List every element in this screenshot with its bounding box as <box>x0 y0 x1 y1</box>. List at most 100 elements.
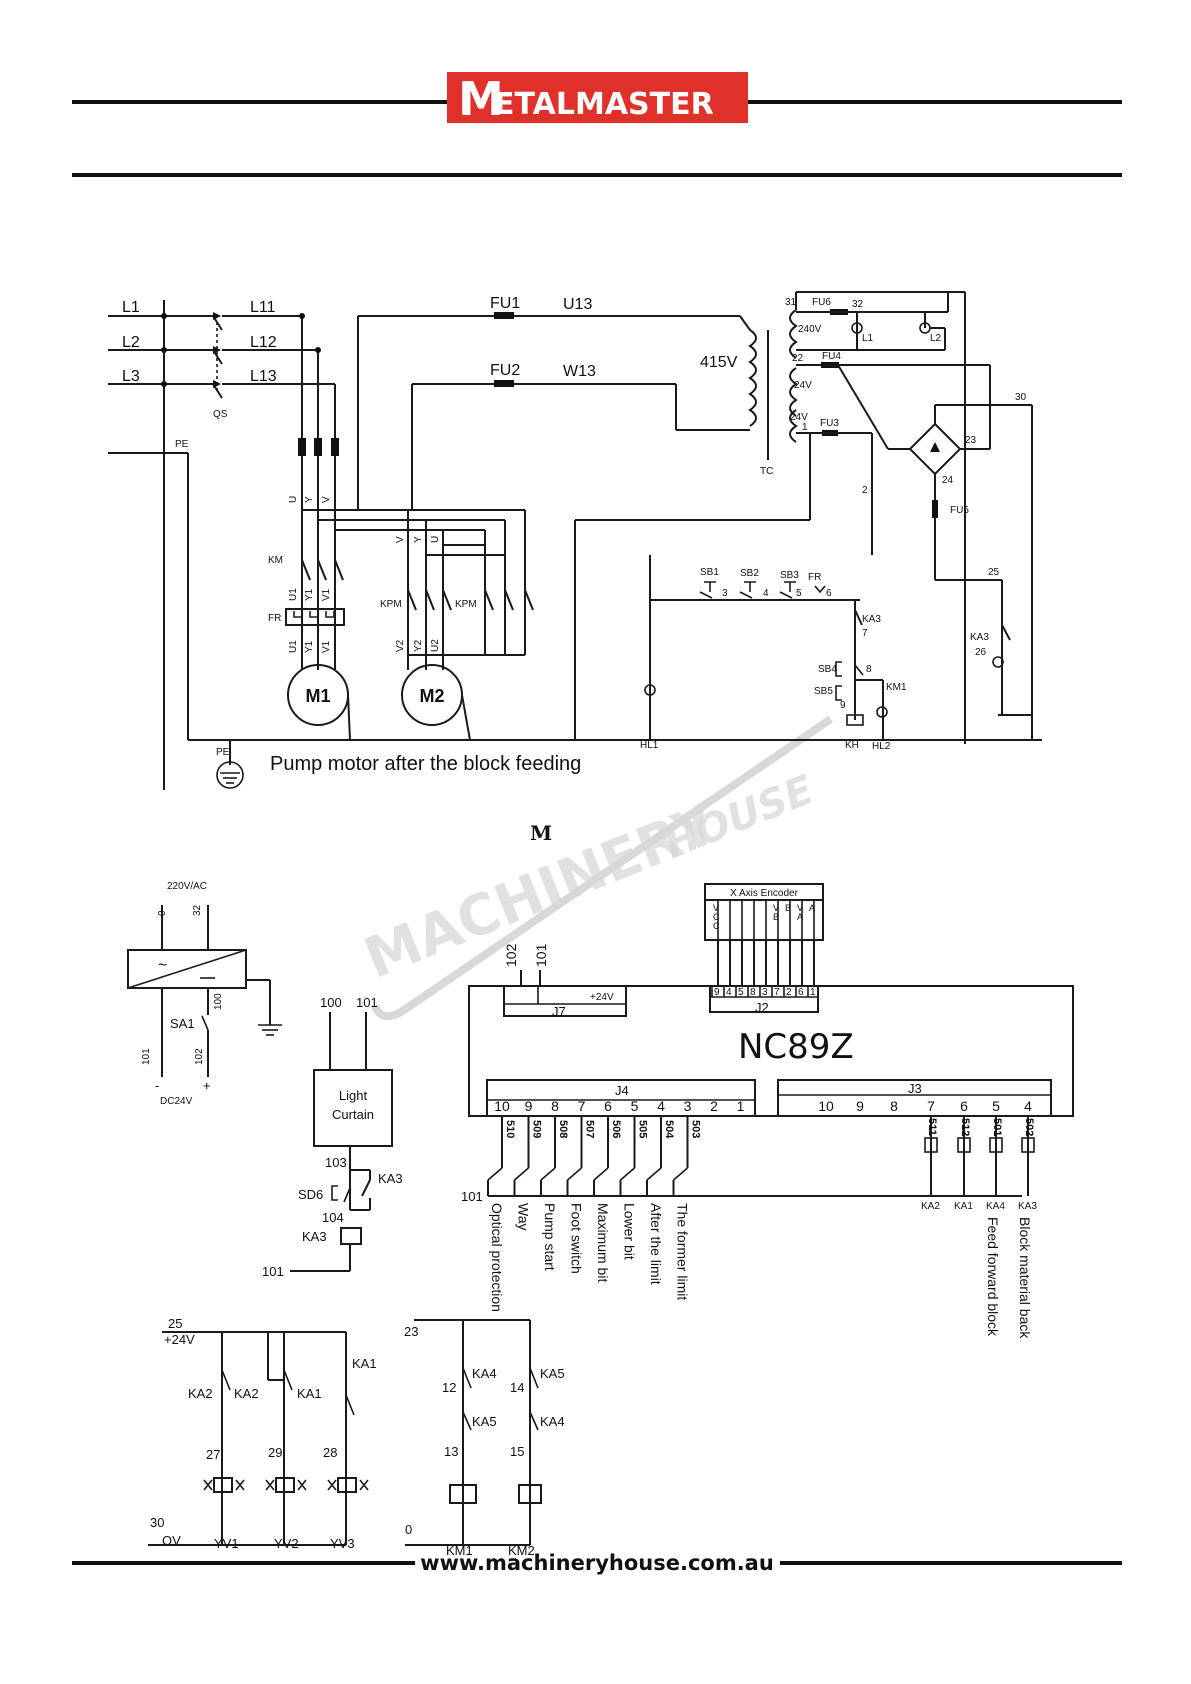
valve-ka2-a: KA2 <box>188 1386 213 1401</box>
label-6: 6 <box>826 588 832 599</box>
encoder-col-label: V <box>797 903 803 913</box>
label-m1-out-u1: U1 <box>288 640 299 653</box>
j3-pin-label: 6 <box>960 1098 968 1114</box>
input-label: Pump start <box>542 1203 558 1271</box>
j7-t102: 102 <box>503 943 519 967</box>
lc-ka3: KA3 <box>378 1171 403 1186</box>
label-7: 7 <box>862 628 868 639</box>
ct-ka5: KA5 <box>540 1366 565 1381</box>
output-coil <box>924 1137 938 1153</box>
ct-t0: 0 <box>405 1522 412 1537</box>
label-qs: QS <box>213 409 228 420</box>
input-label: The former limit <box>675 1203 691 1300</box>
label-m2-out-y2: Y2 <box>413 639 424 652</box>
lc-label-1: Light <box>339 1088 368 1103</box>
j3-pin-label: 10 <box>818 1098 834 1114</box>
brand-logo-text: ETALMASTER <box>494 87 714 122</box>
label-fu5: FU5 <box>950 505 969 516</box>
encoder-col-label: C <box>713 921 720 931</box>
label-l2: L2 <box>122 334 140 351</box>
label-hl1: HL1 <box>640 740 659 751</box>
j4-pin-label: 5 <box>631 1098 639 1114</box>
label-8: 8 <box>866 664 872 675</box>
label-32: 32 <box>852 299 864 310</box>
input-number: 506 <box>610 1120 622 1138</box>
input-number: 505 <box>637 1120 649 1138</box>
label-fu6: FU6 <box>812 297 831 308</box>
label-hl2: HL2 <box>872 741 891 752</box>
input-switch <box>593 1167 609 1181</box>
encoder-col-label: B <box>785 903 791 913</box>
j4-pin-label: 2 <box>710 1098 718 1114</box>
j2-pin-label: 7 <box>774 987 780 998</box>
page-header: M ETALMASTER <box>72 72 1122 177</box>
j3-pin-label: 8 <box>890 1098 898 1114</box>
lc-t103: 103 <box>325 1155 347 1170</box>
coil-km1 <box>449 1484 477 1504</box>
j2-pin-label: 5 <box>738 987 744 998</box>
output-coil-label: KA2 <box>921 1201 940 1212</box>
input-switch <box>566 1167 583 1181</box>
output-coil <box>1021 1137 1035 1153</box>
label-sb5: SB5 <box>814 686 833 697</box>
label-l11: L11 <box>250 299 276 316</box>
label-pump-caption: Pump motor after the block feeding <box>270 753 581 775</box>
ct-ka4: KA4 <box>472 1366 497 1381</box>
input-switch <box>672 1167 689 1181</box>
label-sb4: SB4 <box>818 664 837 675</box>
output-coil-label: KA1 <box>954 1201 973 1212</box>
label-sb2: SB2 <box>740 568 759 579</box>
label-sb1: SB1 <box>700 567 719 578</box>
ct-n12: 12 <box>442 1380 456 1395</box>
ct-km2: KM2 <box>508 1543 535 1558</box>
j2-pin-label: 4 <box>726 987 732 998</box>
solenoid-yv2 <box>275 1477 295 1493</box>
j2-pin-label: 2 <box>786 987 792 998</box>
ct-n13: 13 <box>444 1444 458 1459</box>
controller-name: NC89Z <box>738 1027 854 1067</box>
label-l12: L12 <box>250 334 277 351</box>
input-number: 509 <box>531 1120 543 1138</box>
label-kpm-1: KPM <box>380 599 402 610</box>
connector-j3 <box>777 1079 1052 1117</box>
label-m2-out-v2: V2 <box>395 639 406 652</box>
j7-t101: 101 <box>533 943 549 967</box>
psu-sa1: SA1 <box>170 1016 195 1031</box>
input-label: Way <box>516 1203 532 1230</box>
ct-n14: 14 <box>510 1380 524 1395</box>
label-5: 5 <box>796 588 802 599</box>
valve-ov: OV <box>162 1533 181 1548</box>
output-label: Block material back <box>1017 1217 1033 1339</box>
output-coil-label: KA3 <box>1018 1201 1037 1212</box>
j4-pin-label: 4 <box>657 1098 665 1114</box>
watermark-swoosh <box>371 715 833 1021</box>
footer-url: www.machineryhouse.com.au <box>420 1551 774 1575</box>
solenoid-yv3 <box>337 1477 357 1493</box>
ct-t23: 23 <box>404 1324 418 1339</box>
label-m1-in-y: Y <box>304 496 315 503</box>
label-m2: M2 <box>419 686 444 706</box>
label-hl1-l1: L1 <box>862 333 874 344</box>
encoder-col-label: A <box>809 903 815 913</box>
j4-pin-label: 10 <box>494 1098 510 1114</box>
input-number: 504 <box>663 1120 675 1139</box>
connector-j7 <box>503 985 627 1017</box>
page-footer: www.machineryhouse.com.au <box>72 1551 1122 1575</box>
label-31: 31 <box>785 297 797 308</box>
j4-pin-label: 7 <box>578 1098 586 1114</box>
input-label: Optical protection <box>489 1203 505 1312</box>
valve-ka1-b: KA1 <box>297 1386 322 1401</box>
label-fu4: FU4 <box>822 351 841 362</box>
input-label: Foot switch <box>569 1203 585 1274</box>
j4-pin-label: 9 <box>525 1098 533 1114</box>
lc-sd6: SD6 <box>298 1187 323 1202</box>
j2-pin-label: 6 <box>798 987 804 998</box>
ct-n15: 15 <box>510 1444 524 1459</box>
label-pe-ground: PE <box>216 747 230 758</box>
psu-t102: 102 <box>194 1048 205 1065</box>
label-km1: KM1 <box>886 682 907 693</box>
label-26: 26 <box>975 647 987 658</box>
j2-pin-label: 1 <box>810 987 816 998</box>
encoder-title: X Axis Encoder <box>730 888 798 899</box>
psu-ac-icon: ~ <box>158 957 167 974</box>
